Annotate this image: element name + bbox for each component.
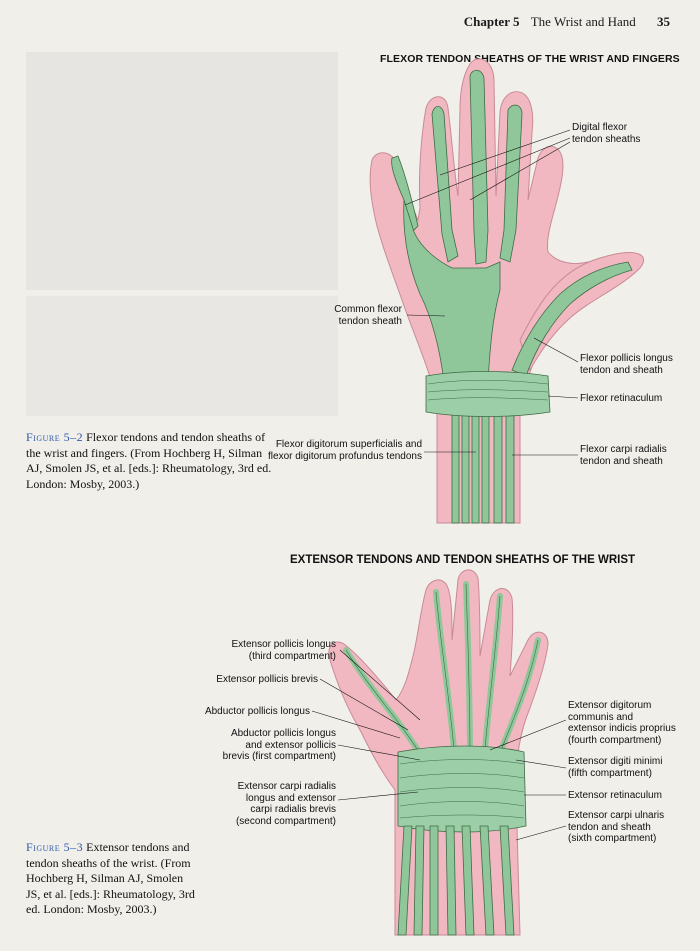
sheath-middle-finger (469, 69, 489, 265)
flexor-figure-title: FLEXOR TENDON SHEATHS OF THE WRIST AND F… (380, 53, 680, 65)
label-fifth-compartment: Extensor digiti minimi (fifth compartmen… (568, 756, 663, 779)
label-digital-flexor-sheaths: Digital flexor tendon sheaths (572, 122, 641, 145)
label-common-flexor-sheath: Common flexor tendon sheath (334, 304, 402, 327)
label-abductor-pollicis-longus: Abductor pollicis longus (204, 706, 310, 717)
extensor-figure-title: EXTENSOR TENDONS AND TENDON SHEATHS OF T… (290, 554, 636, 566)
extensor-hand-illustration (311, 569, 567, 936)
label-second-compartment: Extensor carpi radialis longus and exten… (235, 781, 336, 827)
flexor-hand-illustration (369, 58, 645, 524)
label-flexor-retinaculum: Flexor retinaculum (580, 393, 663, 404)
flexor-retinaculum (425, 371, 551, 417)
extensor-forearm-tendons (397, 825, 515, 936)
extensor-leader-lines (311, 649, 567, 841)
caption-figure-5-3-number: Figure 5–3 (26, 840, 84, 854)
caption-figure-5-2-number: Figure 5–2 (26, 430, 84, 444)
extensor-retinaculum-fibers (399, 759, 525, 819)
caption-figure-5-2-text: Flexor tendons and tendon sheaths of the… (26, 430, 272, 491)
label-extensor-retinaculum: Extensor retinaculum (568, 790, 662, 801)
sheath-index-finger (499, 104, 523, 263)
label-sixth-compartment: Extensor carpi ulnaris tendon and sheath… (568, 810, 665, 844)
label-flexor-pollicis-longus: Flexor pollicis longus tendon and sheath (580, 353, 673, 376)
flexor-retinaculum-fibers (427, 379, 549, 401)
page-number: 35 (657, 14, 670, 29)
extensor-retinaculum (397, 745, 527, 833)
caption-figure-5-3: Figure 5–3 Extensor tendons and tendon s… (26, 840, 196, 918)
label-extensor-pollicis-longus: Extensor pollicis longus (third compartm… (231, 639, 337, 662)
show-through-panel-c (26, 296, 338, 416)
label-first-compartment: Abductor pollicis longus and extensor po… (222, 728, 336, 762)
label-fourth-compartment: Extensor digitorum communis and extensor… (568, 700, 676, 746)
flexor-leader-lines (404, 129, 579, 456)
label-flexor-carpi-radialis: Flexor carpi radialis tendon and sheath (580, 444, 667, 467)
label-flexor-digitorum-tendons: Flexor digitorum superficialis and flexo… (268, 439, 422, 462)
caption-figure-5-2: Figure 5–2 Flexor tendons and tendon she… (26, 430, 276, 492)
chapter-number: Chapter 5 (463, 14, 520, 29)
label-extensor-pollicis-brevis: Extensor pollicis brevis (216, 674, 318, 685)
flexor-thumb-skin (519, 252, 645, 372)
sheath-little-finger (391, 155, 419, 235)
show-through-panel-a (26, 52, 338, 290)
sheath-ring-finger (431, 106, 459, 263)
fpl-sheath (511, 261, 633, 377)
chapter-title: The Wrist and Hand (530, 14, 636, 29)
running-head: Chapter 5 The Wrist and Hand 35 (464, 14, 670, 30)
caption-figure-5-3-text: Extensor tendons and tendon sheaths of t… (26, 840, 195, 916)
